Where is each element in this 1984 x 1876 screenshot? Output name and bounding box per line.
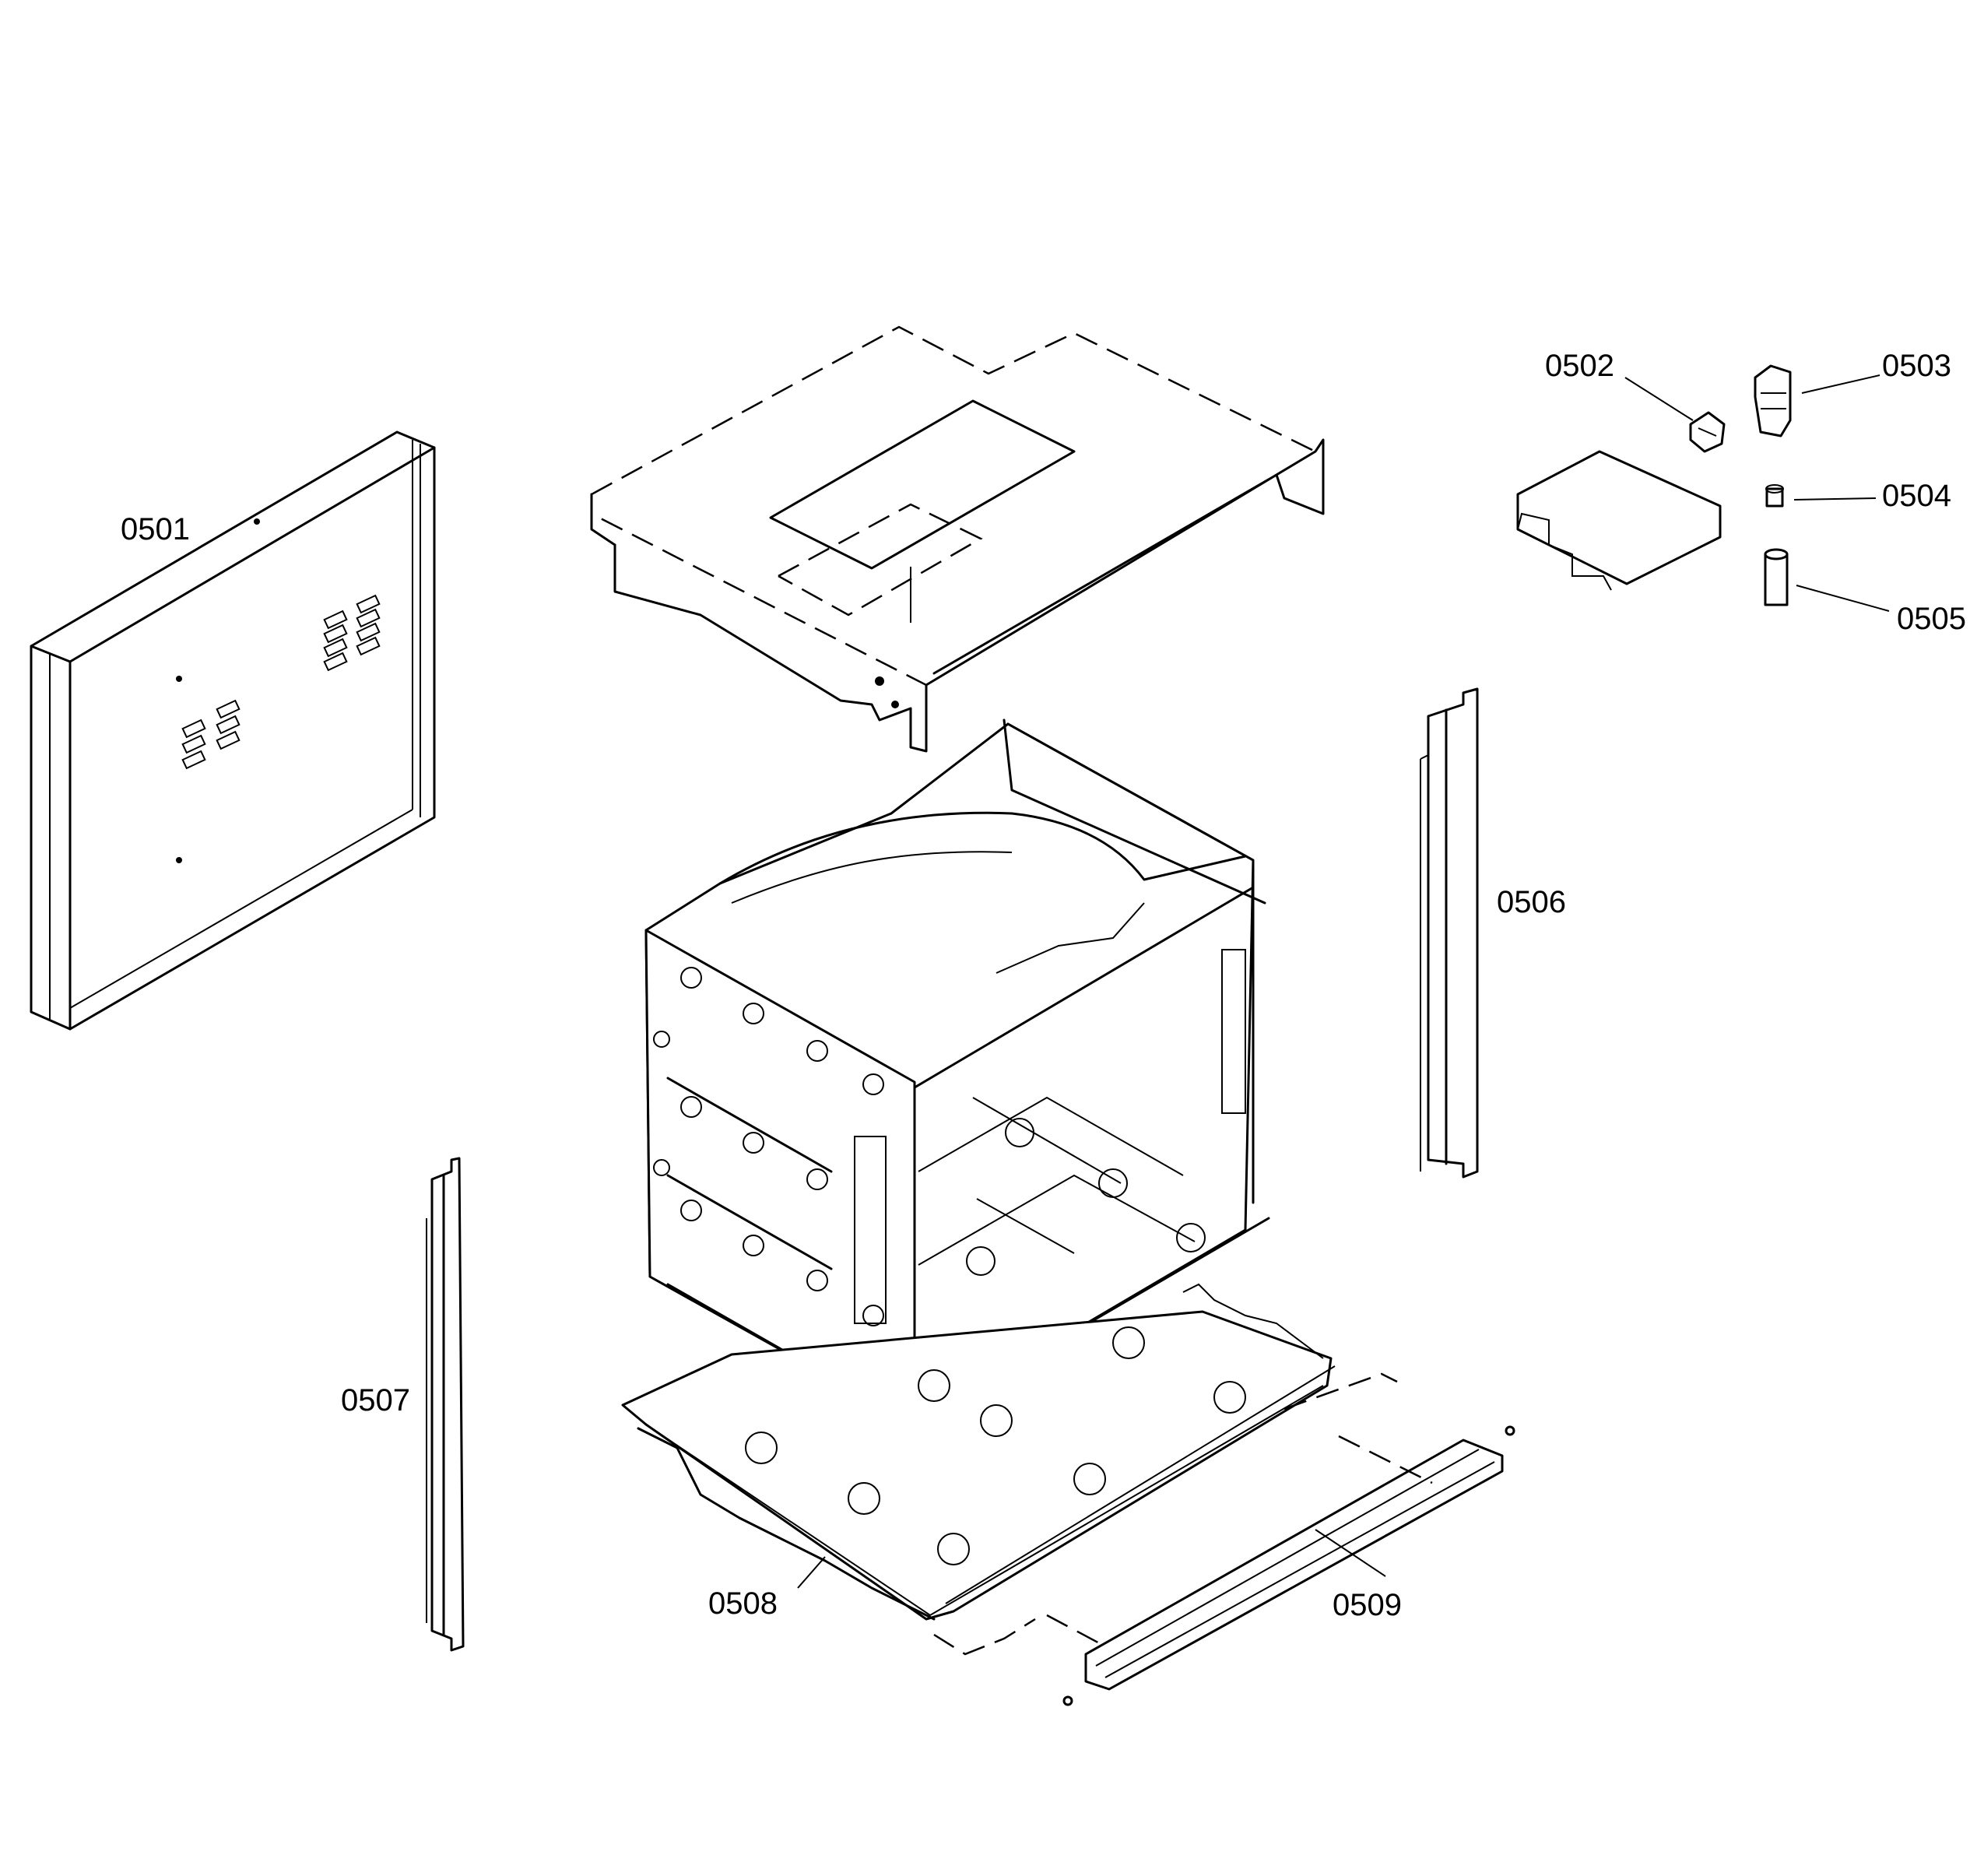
side-wall-bosses — [653, 967, 884, 1326]
leader-lines — [797, 374, 1890, 1589]
part-labels: 0501 0502 0503 0504 0505 0506 0507 0508 … — [121, 349, 1966, 1622]
bracket-tray — [1516, 450, 1722, 591]
part-0508-bottom-tray — [621, 1283, 1336, 1621]
vent-slots — [181, 594, 381, 770]
part-0509-front-trim — [933, 1372, 1515, 1706]
part-0503-terminal-block — [1754, 364, 1792, 437]
part-0502-bracket-clip — [1689, 411, 1726, 453]
label-0507: 0507 — [341, 1383, 410, 1418]
label-0504: 0504 — [1882, 479, 1951, 513]
part-0506-right-rail — [1420, 687, 1479, 1179]
oven-cavity-frame — [644, 718, 1270, 1426]
label-0506: 0506 — [1497, 885, 1566, 919]
label-0508: 0508 — [708, 1586, 778, 1621]
label-0503: 0503 — [1882, 349, 1951, 383]
label-0509: 0509 — [1333, 1588, 1402, 1622]
label-0501: 0501 — [121, 512, 190, 546]
top-panel — [590, 325, 1325, 753]
part-0505-pin — [1764, 548, 1789, 606]
tray-dimples — [745, 1326, 1246, 1565]
part-0504-screw — [1765, 484, 1784, 508]
label-0502: 0502 — [1545, 349, 1614, 383]
part-0507-left-rail — [426, 1157, 465, 1652]
part-0501-side-panel — [30, 430, 436, 1031]
label-0505: 0505 — [1897, 602, 1966, 636]
